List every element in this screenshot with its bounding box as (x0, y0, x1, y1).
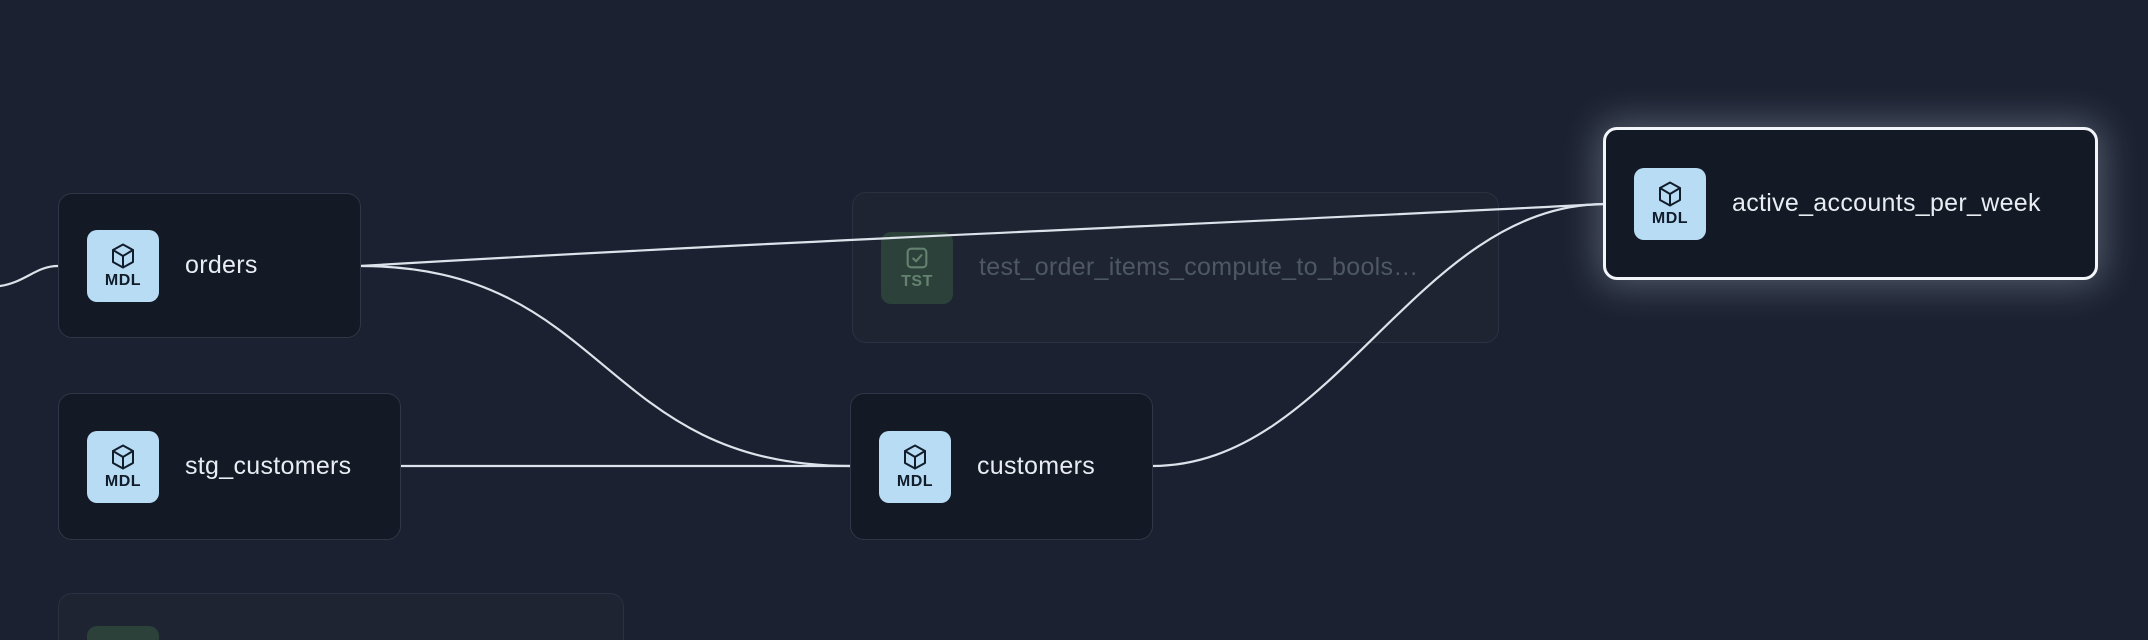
badge-label: MDL (104, 473, 142, 491)
node-label: customers (977, 452, 1096, 480)
node-label: active_accounts_per_week (1732, 189, 2041, 217)
edge-offscreen-to-orders (0, 264, 60, 288)
test-badge (87, 626, 159, 640)
model-badge: MDL (1634, 167, 1706, 240)
model-badge: MDL (87, 229, 159, 302)
badge-label: MDL (1651, 210, 1689, 228)
node-orders[interactable]: MDL orders (58, 193, 361, 338)
badge-label: MDL (104, 272, 142, 290)
node-label: orders (185, 251, 258, 279)
node-test-order-items[interactable]: TST test_order_items_compute_to_bools… (852, 192, 1499, 343)
badge-label: TST (901, 273, 933, 291)
cube-icon (112, 444, 134, 470)
node-label: test_order_items_compute_to_bools… (979, 253, 1419, 281)
checkbox-check-icon (906, 247, 928, 269)
test-badge: TST (881, 231, 953, 304)
edge-orders-to-customers (358, 264, 853, 468)
node-active-accounts-per-week[interactable]: MDL active_accounts_per_week (1603, 127, 2098, 280)
model-badge: MDL (87, 430, 159, 503)
cube-icon (112, 243, 134, 269)
node-label: stg_customers (185, 452, 352, 480)
model-badge: MDL (879, 430, 951, 503)
node-partial-bottom[interactable] (58, 593, 624, 640)
node-stg-customers[interactable]: MDL stg_customers (58, 393, 401, 540)
cube-icon (1659, 181, 1681, 207)
badge-label: MDL (896, 473, 934, 491)
cube-icon (904, 444, 926, 470)
node-customers[interactable]: MDL customers (850, 393, 1153, 540)
